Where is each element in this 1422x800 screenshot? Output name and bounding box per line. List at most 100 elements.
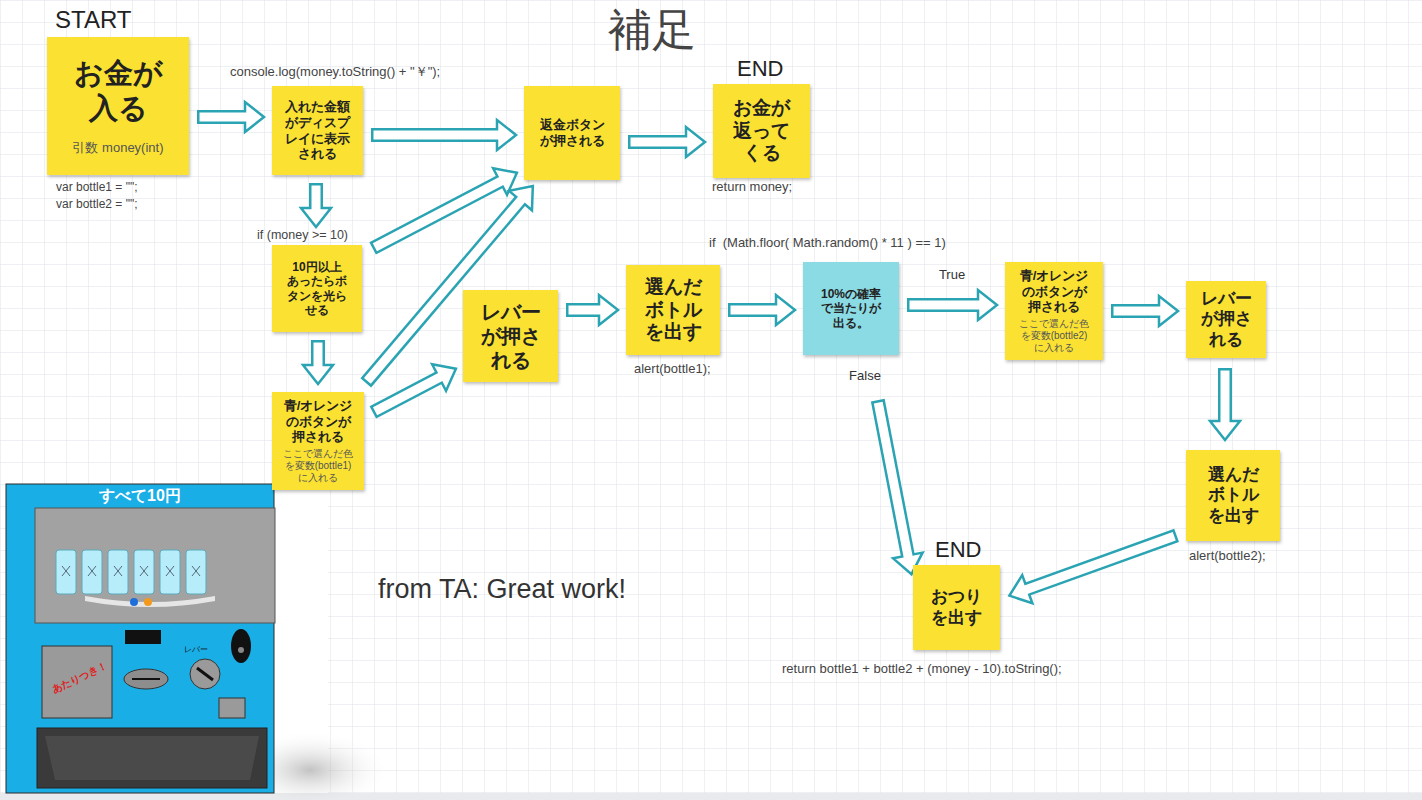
display-window [35, 508, 275, 623]
arrow-shaft-fill [631, 138, 690, 147]
outlet [37, 728, 267, 788]
flow-arrow [907, 290, 997, 320]
code-note: return money; [712, 179, 792, 195]
side-note: ここで選んだ色 を変数(bottle2) に入れる [1010, 318, 1098, 354]
process-note: 10円以上 あったらボ タンを光ら せる [272, 245, 362, 332]
bottle [56, 550, 76, 594]
process-note: 選んだ ボトル を出す [1186, 450, 1280, 541]
machine-body [6, 484, 274, 793]
arrow-shaft-fill [1024, 536, 1174, 590]
note-text: おつり を出す [918, 587, 995, 628]
bottle-mark [88, 566, 96, 576]
flow-arrow [197, 102, 264, 132]
flow-arrow [303, 340, 333, 384]
side-note: ここで選んだ色 を変数(bottle1) に入れる [277, 448, 359, 484]
decision-note: 10%の確率 で当たりが 出る。 [803, 262, 899, 355]
process-note: レバー が押さ れる [1186, 281, 1266, 358]
process-note: 選んだ ボトル を出す [626, 265, 720, 355]
end-note: ENDおつり を出す [913, 565, 1000, 650]
flow-arrow [878, 400, 923, 574]
arrow-shaft-fill [878, 403, 908, 559]
note-text: 10%の確率 で当たりが 出る。 [808, 287, 894, 330]
bottle [82, 550, 102, 594]
page-title: 補足 [608, 4, 696, 57]
arrow-shaft-fill [1221, 371, 1230, 425]
process-note: 青/オレンジ のボタンが 押されるここで選んだ色 を変数(bottle1) に入… [272, 392, 364, 490]
note-text: 返金ボタン が押される [529, 117, 615, 148]
flow-arrow [1111, 296, 1178, 326]
arrow-shaft-fill [374, 131, 501, 140]
bottle-mark [166, 566, 174, 576]
flow-arrow [373, 364, 456, 412]
prize-panel [42, 646, 112, 718]
process-note: 入れた金額 がディスプ レイに表示 される [272, 86, 363, 175]
note-text: お金が 返って くる [718, 97, 805, 165]
flow-arrow [1210, 368, 1240, 440]
process-note: 返金ボタン が押される [524, 86, 620, 180]
process-note: 青/オレンジ のボタンが 押されるここで選んだ色 を変数(bottle2) に入… [1005, 262, 1103, 360]
note-text: 選んだ ボトル を出す [1191, 465, 1275, 526]
shelf [85, 596, 215, 607]
code-note: console.log(money.toString() + "￥"); [230, 64, 440, 80]
code-note: if (Math.floor( Math.random() * 11 ) == … [709, 235, 946, 251]
bottle-mark [192, 566, 200, 576]
bottle-mark [62, 566, 70, 576]
arrow-shaft-fill [569, 306, 603, 315]
branch-label: True [939, 267, 965, 283]
flow-arrow [566, 295, 618, 325]
flow-arrow [1009, 535, 1176, 603]
code-note: var bottle2 = ""; [56, 197, 138, 211]
process-note: レバー が押さ れる [463, 290, 558, 382]
bottle [186, 550, 206, 594]
note-text: 青/オレンジ のボタンが 押される [1010, 268, 1098, 315]
note-text: レバー が押さ れる [468, 300, 553, 372]
end-heading: END [935, 537, 981, 562]
code-note: return bottle1 + bottle2 + (money - 10).… [782, 661, 1062, 677]
note-text: お金が 入る [52, 56, 184, 126]
outlet-inner [45, 736, 259, 780]
blue-button [130, 598, 138, 606]
part-label: レバー [184, 645, 208, 655]
change-tray [219, 698, 245, 718]
flow-arrow [371, 120, 516, 150]
arrow-shaft-fill [731, 306, 780, 315]
code-note: var bottle1 = ""; [56, 180, 138, 194]
note-text: 選んだ ボトル を出す [631, 276, 715, 344]
ta-comment: from TA: Great work! [378, 573, 626, 605]
money-display [125, 630, 161, 644]
arrow-shaft-fill [910, 301, 982, 310]
bottle [160, 550, 180, 594]
end-heading: END [737, 56, 783, 81]
code-note: if (money >= 10) [257, 228, 348, 243]
machine-title: すべて10円 [99, 486, 181, 505]
arrow-shaft-fill [200, 113, 249, 122]
bottle-mark [140, 566, 148, 576]
code-note: alert(bottle2); [1189, 548, 1266, 564]
bottom-strip [0, 793, 1422, 800]
flow-arrow [728, 295, 795, 325]
arrow-shaft-fill [375, 376, 442, 411]
start-note: STARTお金が 入る引数 money(int) [47, 37, 189, 175]
arrow-shaft-fill [314, 343, 323, 369]
note-text: 青/オレンジ のボタンが 押される [277, 398, 359, 445]
flow-arrow [628, 127, 705, 157]
bottle [134, 550, 154, 594]
knob-dot [238, 647, 244, 653]
end-note: ENDお金が 返って くる [713, 84, 810, 178]
arrow-shaft-fill [312, 186, 321, 212]
arrow-shaft-fill [1114, 307, 1163, 316]
orange-button [144, 598, 152, 606]
argument-note: 引数 money(int) [72, 140, 163, 156]
note-text: 10円以上 あったらボ タンを光ら せる [277, 260, 357, 318]
code-note: alert(bottle1); [634, 361, 711, 377]
branch-label: False [849, 368, 881, 384]
bottle-mark [114, 566, 122, 576]
lever [190, 659, 220, 689]
note-text: レバー が押さ れる [1191, 289, 1261, 350]
bottles [56, 550, 206, 594]
flow-arrow [301, 183, 331, 227]
start-heading: START [55, 6, 131, 34]
bottle [108, 550, 128, 594]
